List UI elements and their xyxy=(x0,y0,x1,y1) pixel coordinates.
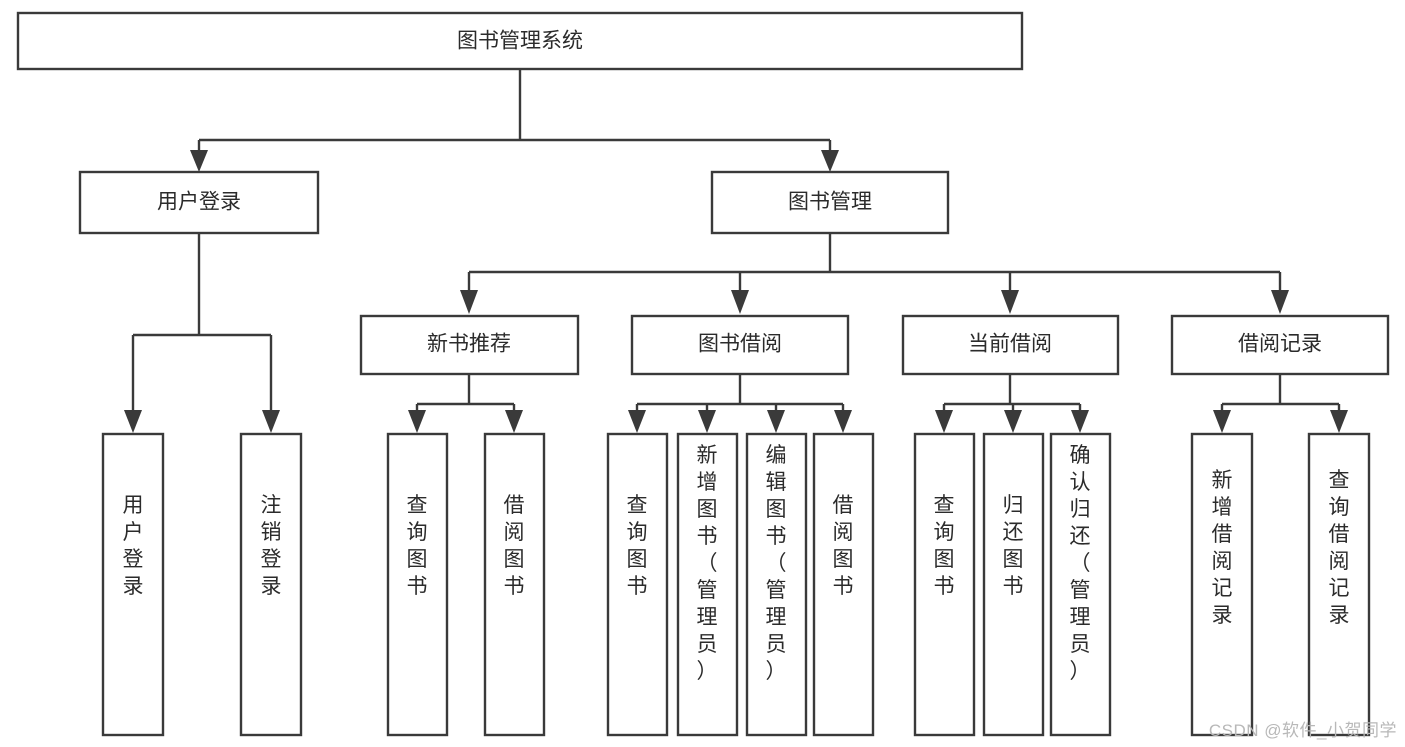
node-leaf-12-box[interactable] xyxy=(1190,432,1254,737)
node-leaf-13[interactable]: 查询借阅记录 xyxy=(1307,432,1371,737)
arrow-login-to-leaf-2 xyxy=(262,410,280,433)
node-leaf-4-box[interactable] xyxy=(483,432,546,737)
arrow-root-to-login xyxy=(190,150,208,172)
node-leaf-1[interactable]: 用户登录 xyxy=(101,432,165,737)
node-records-box[interactable] xyxy=(1170,314,1390,376)
node-root-box[interactable] xyxy=(16,11,1024,71)
arrow-records-to-leaf-13 xyxy=(1330,410,1348,433)
node-leaf-2-label: 注销登录 xyxy=(261,494,282,598)
node-leaf-9-label: 查询图书 xyxy=(934,494,955,598)
node-leaf-13-label: 查询借阅记录 xyxy=(1329,469,1350,627)
connector-group-current xyxy=(935,374,1089,433)
node-leaf-6-label: 新增图书（管理员） xyxy=(697,444,718,683)
node-leaf-6-box[interactable] xyxy=(676,432,739,737)
node-borrow[interactable]: 图书借阅 xyxy=(630,314,850,376)
node-leaf-9-box[interactable] xyxy=(913,432,976,737)
connector-group-borrow xyxy=(628,374,852,433)
node-root[interactable]: 图书管理系统 xyxy=(16,11,1024,71)
node-leaf-12-label: 新增借阅记录 xyxy=(1212,469,1233,627)
node-leaf-8-label: 借阅图书 xyxy=(833,494,854,598)
node-records[interactable]: 借阅记录 xyxy=(1170,314,1390,376)
node-leaf-3-box[interactable] xyxy=(386,432,449,737)
arrow-bookmgmt-to-records xyxy=(1271,290,1289,314)
arrow-borrow-to-leaf-6 xyxy=(698,410,716,433)
arrow-borrow-to-leaf-7 xyxy=(767,410,785,433)
arrow-borrow-to-leaf-5 xyxy=(628,410,646,433)
node-leaf-9[interactable]: 查询图书 xyxy=(913,432,976,737)
arrow-newbook-to-leaf-3 xyxy=(408,410,426,433)
node-current-box[interactable] xyxy=(901,314,1120,376)
node-login-label: 用户登录 xyxy=(157,191,241,214)
arrow-root-to-bookmgmt xyxy=(821,150,839,172)
node-leaf-7-label: 编辑图书（管理员） xyxy=(766,444,787,683)
arrow-current-to-leaf-9 xyxy=(935,410,953,433)
node-newbook[interactable]: 新书推荐 xyxy=(359,314,580,376)
node-leaf-1-label: 用户登录 xyxy=(123,494,144,598)
node-leaf-8[interactable]: 借阅图书 xyxy=(812,432,875,737)
node-leaf-2-box[interactable] xyxy=(239,432,303,737)
node-leaf-6[interactable]: 新增图书（管理员） xyxy=(676,432,739,737)
node-login-box[interactable] xyxy=(78,170,320,235)
node-borrow-box[interactable] xyxy=(630,314,850,376)
node-leaf-11[interactable]: 确认归还（管理员） xyxy=(1049,432,1112,737)
arrow-records-to-leaf-12 xyxy=(1213,410,1231,433)
arrow-newbook-to-leaf-4 xyxy=(505,410,523,433)
node-leaf-3-label: 查询图书 xyxy=(407,494,428,598)
node-leaf-10-box[interactable] xyxy=(982,432,1045,737)
node-leaf-12[interactable]: 新增借阅记录 xyxy=(1190,432,1254,737)
node-leaf-1-box[interactable] xyxy=(101,432,165,737)
node-leaf-5-label: 查询图书 xyxy=(627,494,648,598)
node-leaf-4[interactable]: 借阅图书 xyxy=(483,432,546,737)
arrow-bookmgmt-to-newbook xyxy=(460,290,478,314)
node-newbook-label: 新书推荐 xyxy=(427,333,511,356)
csdn-watermark: CSDN @软件_小贺同学 xyxy=(1208,721,1397,740)
node-current-label: 当前借阅 xyxy=(968,333,1052,356)
node-bookmgmt-label: 图书管理 xyxy=(788,191,872,214)
node-root-label: 图书管理系统 xyxy=(457,30,583,53)
node-newbook-box[interactable] xyxy=(359,314,580,376)
node-leaf-5-box[interactable] xyxy=(606,432,669,737)
node-records-label: 借阅记录 xyxy=(1238,333,1322,356)
node-bookmgmt-box[interactable] xyxy=(710,170,950,235)
node-bookmgmt[interactable]: 图书管理 xyxy=(710,170,950,235)
node-leaf-13-box[interactable] xyxy=(1307,432,1371,737)
node-leaf-10[interactable]: 归还图书 xyxy=(982,432,1045,737)
connector-group-bookmgmt xyxy=(460,233,1289,314)
connector-group-login xyxy=(124,233,280,433)
node-login[interactable]: 用户登录 xyxy=(78,170,320,235)
node-leaf-4-label: 借阅图书 xyxy=(504,494,525,598)
connector-group-root xyxy=(190,69,839,172)
arrow-bookmgmt-to-borrow xyxy=(731,290,749,314)
node-leaf-8-box[interactable] xyxy=(812,432,875,737)
arrow-login-to-leaf-1 xyxy=(124,410,142,433)
node-leaf-7[interactable]: 编辑图书（管理员） xyxy=(745,432,808,737)
node-leaf-11-box[interactable] xyxy=(1049,432,1112,737)
node-leaf-11-label: 确认归还（管理员） xyxy=(1070,444,1091,683)
node-current[interactable]: 当前借阅 xyxy=(901,314,1120,376)
connector-group-records xyxy=(1213,374,1348,433)
arrow-current-to-leaf-10 xyxy=(1004,410,1022,433)
connector-group-newbook xyxy=(408,374,523,433)
arrow-borrow-to-leaf-8 xyxy=(834,410,852,433)
node-leaf-5[interactable]: 查询图书 xyxy=(606,432,669,737)
node-leaf-7-box[interactable] xyxy=(745,432,808,737)
node-borrow-label: 图书借阅 xyxy=(698,333,782,356)
node-leaf-2[interactable]: 注销登录 xyxy=(239,432,303,737)
arrow-current-to-leaf-11 xyxy=(1071,410,1089,433)
node-leaf-10-label: 归还图书 xyxy=(1003,494,1024,598)
node-leaf-3[interactable]: 查询图书 xyxy=(386,432,449,737)
arrow-bookmgmt-to-current xyxy=(1001,290,1019,314)
